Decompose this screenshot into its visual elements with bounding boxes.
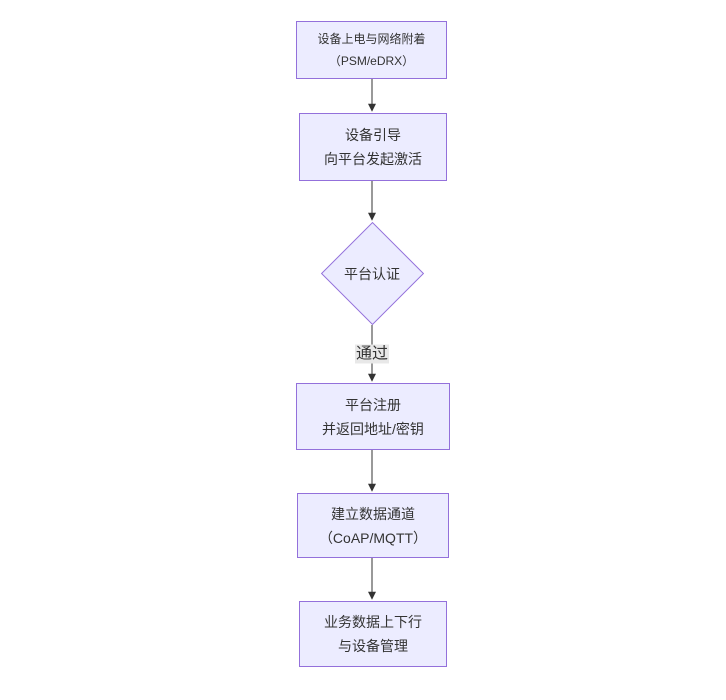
node-platform-register: 平台注册 并返回地址/密钥 <box>296 383 450 450</box>
node-text-line: （CoAP/MQTT） <box>318 529 428 546</box>
edge-label-pass: 通过 <box>354 344 390 363</box>
node-text-line: 与设备管理 <box>338 638 408 654</box>
node-text-line: （PSM/eDRX） <box>328 54 415 68</box>
node-text-line: 并返回地址/密钥 <box>322 420 424 437</box>
node-text-line: 设备上电与网络附着 <box>317 32 426 46</box>
node-text-line: 平台注册 <box>345 396 401 413</box>
node-platform-auth: 平台认证 <box>344 265 400 282</box>
node-text-line: 向平台发起激活 <box>324 151 422 167</box>
node-business-data: 业务数据上下行 与设备管理 <box>299 601 447 667</box>
node-text-line: 设备引导 <box>345 127 401 143</box>
node-text-line: 建立数据通道 <box>331 505 415 522</box>
node-text-line: 业务数据上下行 <box>324 614 422 630</box>
node-power-network-attach: 设备上电与网络附着 （PSM/eDRX） <box>296 21 447 79</box>
node-device-bootstrap: 设备引导 向平台发起激活 <box>299 113 447 181</box>
node-data-channel: 建立数据通道 （CoAP/MQTT） <box>297 493 449 558</box>
